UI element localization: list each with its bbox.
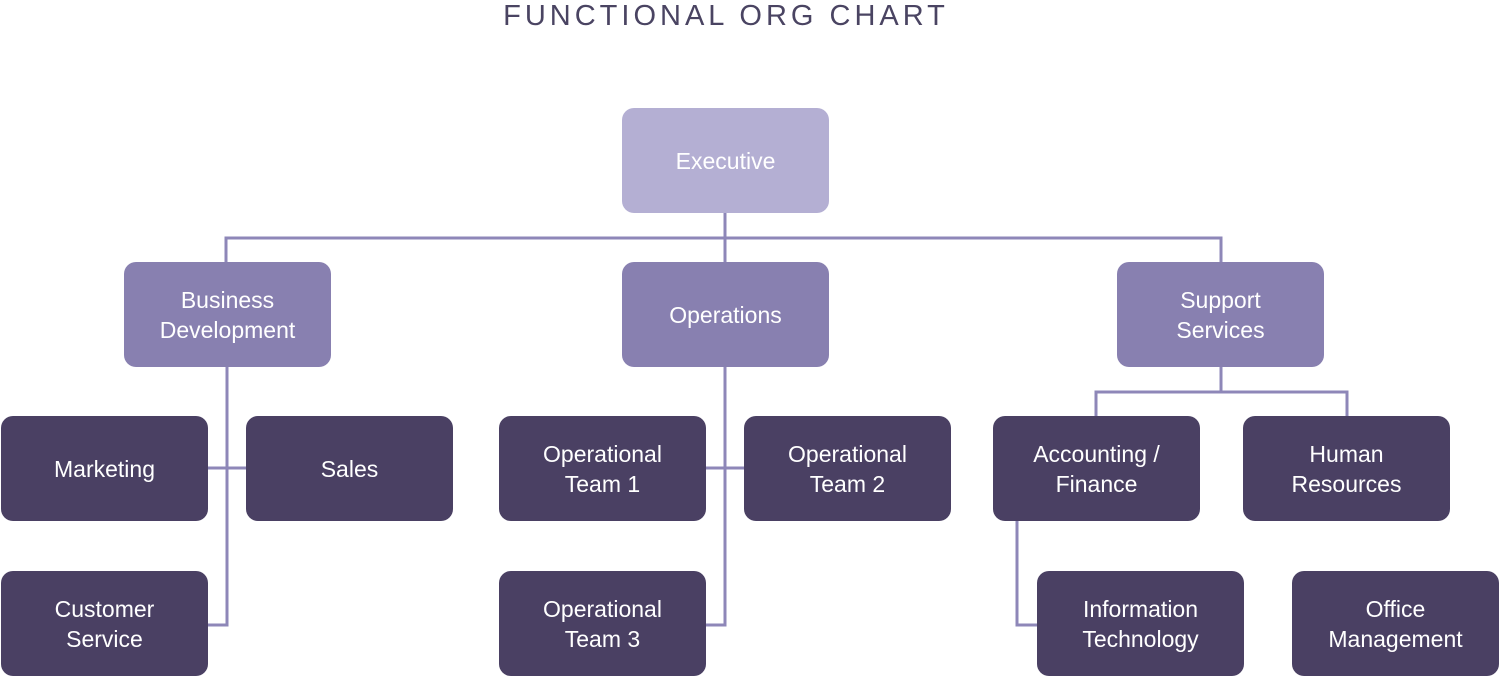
node-operational-team-3: Operational Team 3 xyxy=(499,571,706,676)
node-operational-team-2: Operational Team 2 xyxy=(744,416,951,521)
connector-accounting-it xyxy=(1015,520,1038,627)
chart-title: FUNCTIONAL ORG CHART xyxy=(503,0,949,32)
connector-business-development xyxy=(207,366,246,627)
connector-executive-divisions xyxy=(224,212,1223,262)
node-accounting-finance: Accounting / Finance xyxy=(993,416,1200,521)
node-operations: Operations xyxy=(622,262,829,367)
node-customer-service: Customer Service xyxy=(1,571,208,676)
node-information-technology: Information Technology xyxy=(1037,571,1244,676)
node-business-development: Business Development xyxy=(124,262,331,367)
node-operational-team-1: Operational Team 1 xyxy=(499,416,706,521)
node-sales: Sales xyxy=(246,416,453,521)
node-human-resources: Human Resources xyxy=(1243,416,1450,521)
node-executive: Executive xyxy=(622,108,829,213)
node-marketing: Marketing xyxy=(1,416,208,521)
connector-operations xyxy=(705,366,744,627)
connector-support-services xyxy=(1094,366,1349,416)
node-support-services: Support Services xyxy=(1117,262,1324,367)
node-office-management: Office Management xyxy=(1292,571,1499,676)
